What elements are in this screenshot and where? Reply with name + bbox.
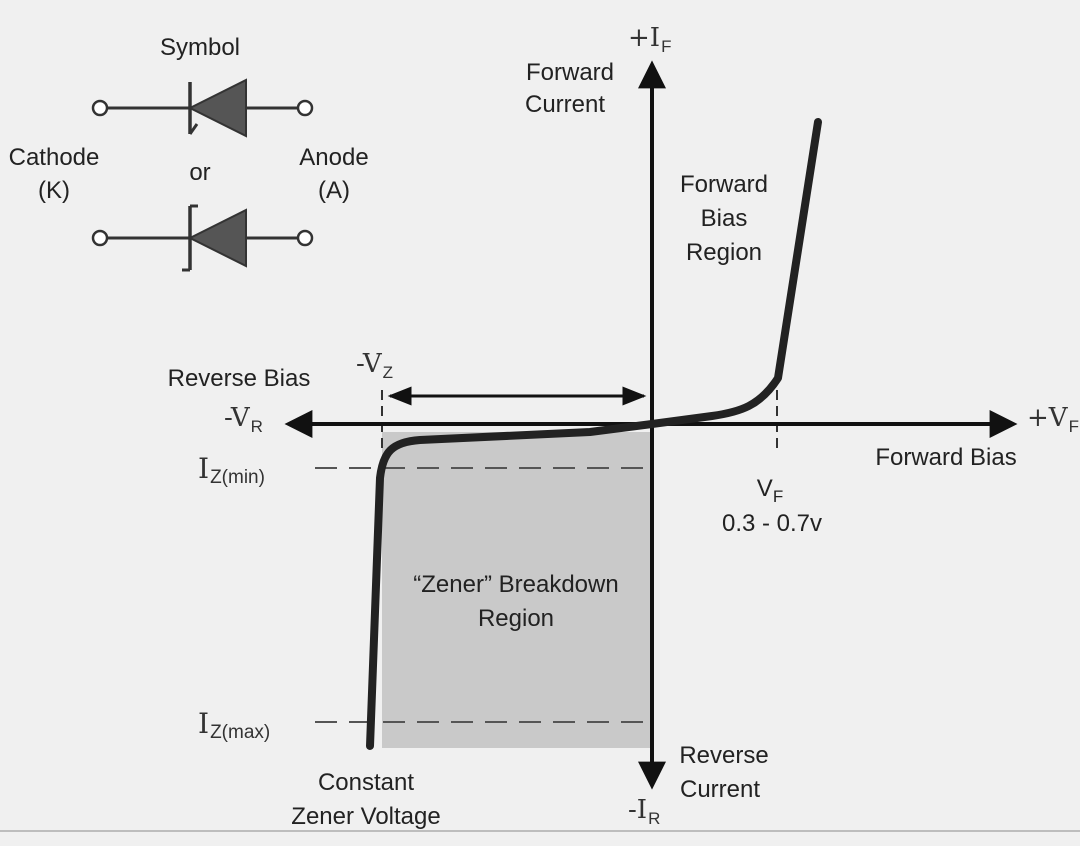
zener-breakdown-label-line2: Region [478, 605, 554, 632]
symbol-or-text: or [189, 159, 210, 186]
iz-min-label: IZ(min) [198, 452, 265, 488]
diode-symbol-top [91, 78, 314, 138]
minus-vr-label: -VR [224, 403, 263, 436]
cathode-k-label: (K) [38, 177, 70, 204]
constant-zener-voltage-line2: Zener Voltage [291, 803, 440, 830]
minus-vz-label: -VZ [356, 349, 393, 382]
zener-breakdown-shaded-region [382, 432, 650, 748]
bottom-divider [0, 830, 1080, 832]
vf-range-label: 0.3 - 0.7v [722, 510, 822, 537]
minus-ir-label: -IR [628, 795, 660, 828]
forward-bias-region-line2: Bias [701, 205, 748, 232]
symbol-title: Symbol [160, 34, 240, 61]
iz-max-label: IZ(max) [198, 707, 270, 743]
forward-bias-region-line1: Forward [680, 171, 768, 198]
vf-label: VF [757, 475, 783, 506]
forward-current-label-line2: Current [525, 91, 605, 118]
forward-bias-region-line3: Region [686, 239, 762, 266]
forward-current-label-line1: Forward [526, 59, 614, 86]
zener-breakdown-label-line1: “Zener” Breakdown [413, 571, 618, 598]
reverse-bias-label: Reverse Bias [168, 365, 311, 392]
reverse-current-label-line1: Reverse [679, 742, 768, 769]
plus-vf-label: +VF [1027, 403, 1079, 436]
cathode-label: Cathode [9, 144, 100, 171]
iv-characteristic-curve [366, 118, 822, 750]
diode-symbol-bottom [91, 204, 314, 272]
plus-if-label: +IF [628, 23, 671, 56]
reverse-current-label-line2: Current [680, 776, 760, 803]
constant-zener-voltage-line1: Constant [318, 769, 414, 796]
anode-a-label: (A) [318, 177, 350, 204]
forward-bias-axis-label: Forward Bias [875, 444, 1016, 471]
anode-label: Anode [299, 144, 368, 171]
